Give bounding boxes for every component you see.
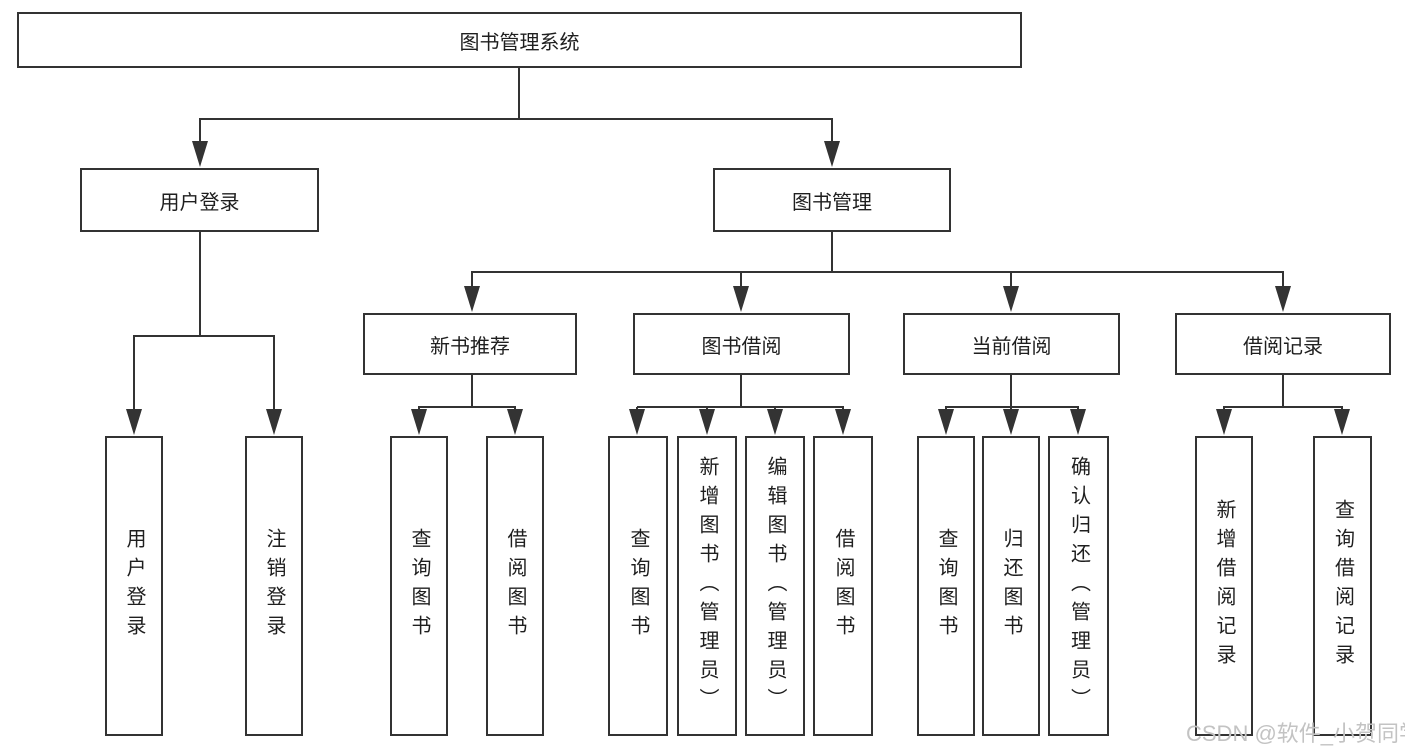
- node-borrowing-records: 借阅记录: [1175, 313, 1391, 375]
- leaf-add-book-admin: 新增图书（管理员）: [677, 436, 737, 736]
- node-book-management: 图书管理: [713, 168, 951, 232]
- node-label: 图书管理: [792, 191, 872, 214]
- node-label: 图书借阅: [701, 335, 782, 358]
- node-label: 用户登录: [159, 191, 240, 214]
- node-label: 借阅图书: [504, 528, 526, 644]
- node-label: 注销登录: [263, 528, 285, 644]
- leaf-query-books-current: 查询图书: [917, 436, 975, 736]
- node-label: 用户登录: [123, 528, 145, 644]
- node-label: 借阅记录: [1243, 335, 1323, 358]
- node-label: 归还图书: [1000, 528, 1022, 644]
- node-current-borrowing: 当前借阅: [903, 313, 1120, 375]
- node-label: 查询图书: [935, 528, 957, 644]
- leaf-add-borrow-record: 新增借阅记录: [1195, 436, 1253, 736]
- node-label: 新增借阅记录: [1213, 499, 1235, 673]
- node-library-management-system: 图书管理系统: [17, 12, 1022, 68]
- node-label: 借阅图书: [832, 528, 854, 644]
- node-label: 查询图书: [408, 528, 430, 644]
- node-label: 新书推荐: [430, 335, 510, 358]
- leaf-return-books: 归还图书: [982, 436, 1040, 736]
- leaf-user-login: 用户登录: [105, 436, 163, 736]
- leaf-logout: 注销登录: [245, 436, 303, 736]
- leaf-borrow-books-recommend: 借阅图书: [486, 436, 544, 736]
- node-label: 查询图书: [627, 528, 649, 644]
- leaf-confirm-return-admin: 确认归还（管理员）: [1048, 436, 1109, 736]
- node-label: 新增图书（管理员）: [696, 455, 718, 717]
- node-label: 图书管理系统: [459, 31, 580, 54]
- node-book-borrowing: 图书借阅: [633, 313, 850, 375]
- leaf-query-borrow-record: 查询借阅记录: [1313, 436, 1372, 736]
- node-label: 编辑图书（管理员）: [764, 455, 786, 717]
- node-new-book-recommendation: 新书推荐: [363, 313, 577, 375]
- node-user-login: 用户登录: [80, 168, 319, 232]
- leaf-query-books-recommend: 查询图书: [390, 436, 448, 736]
- node-label: 查询借阅记录: [1331, 499, 1354, 673]
- node-label: 确认归还（管理员）: [1067, 455, 1090, 717]
- leaf-edit-book-admin: 编辑图书（管理员）: [745, 436, 805, 736]
- node-label: 当前借阅: [971, 335, 1052, 358]
- leaf-query-books-borrowing: 查询图书: [608, 436, 668, 736]
- leaf-borrow-books: 借阅图书: [813, 436, 873, 736]
- watermark: CSDN @软件_小贺同学: [1186, 721, 1405, 746]
